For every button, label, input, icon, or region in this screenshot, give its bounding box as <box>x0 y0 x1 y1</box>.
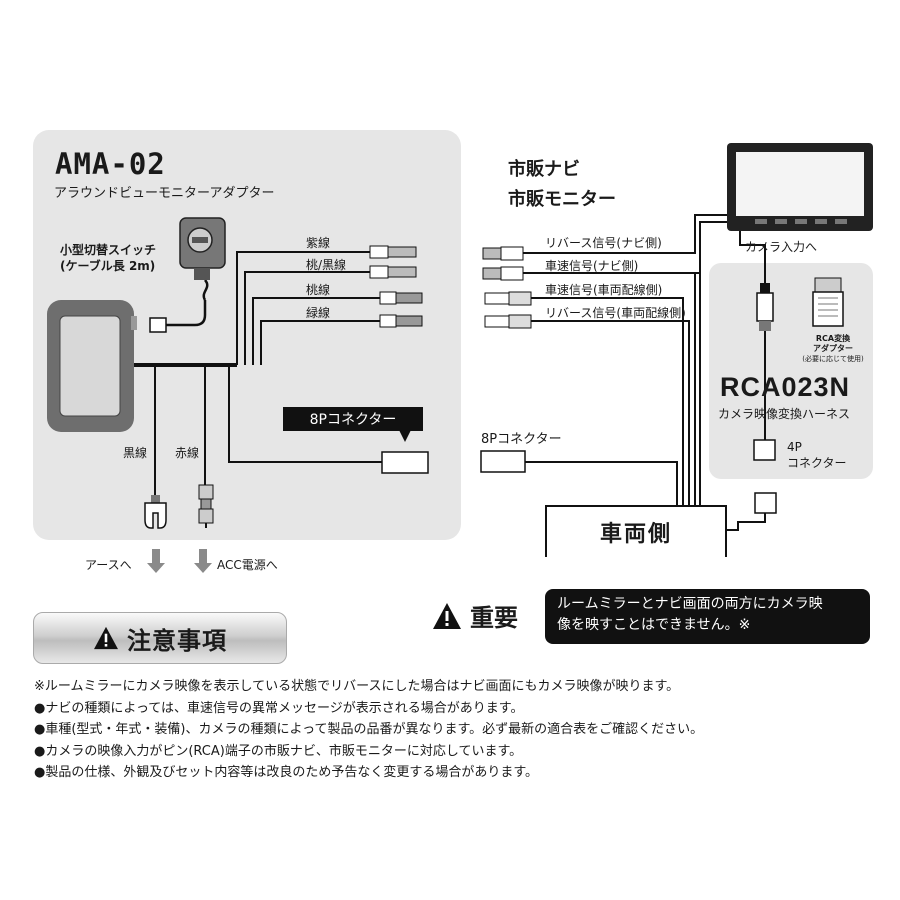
connector-plugs-left <box>369 245 423 328</box>
connector-8p-right <box>480 450 526 473</box>
warning-icon <box>94 626 118 650</box>
notice-heading: 注意事項 <box>33 612 287 664</box>
signal-label-speed-navi: 車速信号(ナビ側) <box>545 259 639 273</box>
switch-label: 小型切替スイッチ <box>60 243 157 257</box>
connector-8p-caption: 8Pコネクター <box>283 407 423 431</box>
earth-terminal-icon <box>144 495 167 529</box>
monitor-icon <box>727 143 873 231</box>
notice-list: ※ルームミラーにカメラ映像を表示している状態でリバースにした場合はナビ画面にもカ… <box>34 676 884 784</box>
notice-line: ●製品の仕様、外観及びセット内容等は改良のため予告なく変更する場合があります。 <box>34 765 539 780</box>
acc-label: ACC電源へ <box>217 558 278 572</box>
vehicle-side-box: 車両側 <box>545 505 727 557</box>
heading-monitor: 市販モニター <box>508 189 616 210</box>
adapter-box-icon <box>47 300 137 432</box>
wire-label-purple: 紫線 <box>306 236 331 250</box>
connector-4p <box>753 439 776 461</box>
notice-title: 注意事項 <box>127 626 227 655</box>
connector-plugs-right <box>482 246 532 329</box>
connector-4p-label-2: コネクター <box>787 456 847 470</box>
black-wire-label: 黒線 <box>123 446 148 460</box>
wire-label-pink: 桃線 <box>306 283 331 297</box>
camera-input-label: カメラ入力へ <box>745 240 818 254</box>
arrow-down-icon <box>147 549 212 573</box>
rca-adapter-icon <box>812 277 844 327</box>
rca-adapter-label-2: アダプター <box>813 344 853 353</box>
rca-adapter-note: (必要に応じて使用) <box>802 355 864 363</box>
important-box: ルームミラーとナビ画面の両方にカメラ映 像を映すことはできません。※ <box>545 589 870 644</box>
product-subtitle: アラウンドビューモニターアダプター <box>54 186 275 201</box>
important-label: 重要 <box>470 604 518 632</box>
rca-model: RCA023N <box>720 372 851 402</box>
signal-label-reverse-navi: リバース信号(ナビ側) <box>545 236 662 250</box>
rca-adapter-label-1: RCA変換 <box>815 334 851 343</box>
rca-model-desc: カメラ映像変換ハーネス <box>718 407 851 421</box>
earth-label: アースへ <box>85 558 132 572</box>
connector-8p-left <box>381 451 429 474</box>
important-text-1: ルームミラーとナビ画面の両方にカメラ映 <box>557 596 823 612</box>
red-wire-label: 赤線 <box>175 446 200 460</box>
notice-line: ※ルームミラーにカメラ映像を表示している状態でリバースにした場合はナビ画面にもカ… <box>34 679 680 694</box>
notice-line: ●ナビの種類によっては、車速信号の異常メッセージが表示される場合があります。 <box>34 700 524 716</box>
signal-label-reverse-vehicle: リバース信号(車両配線側) <box>545 306 686 320</box>
connector-8p-label-right: 8Pコネクター <box>481 432 562 447</box>
rca-plug-icon <box>756 283 774 440</box>
wire-label-green: 緑線 <box>306 306 331 320</box>
switch-cable-length: (ケーブル長 2m) <box>60 259 156 273</box>
warning-icon <box>433 602 461 629</box>
fuse-tap-icon <box>198 484 214 528</box>
rca-panel <box>709 263 873 479</box>
heading-navi: 市販ナビ <box>508 159 580 180</box>
important-heading: 重要 <box>432 598 518 633</box>
notice-line: ●車種(型式・年式・装備)、カメラの種類によって製品の品番が異なります。必ず最新… <box>34 722 704 737</box>
wire-label-pink-black: 桃/黒線 <box>306 258 347 272</box>
connector-4p-label-1: 4P <box>787 440 802 454</box>
notice-line: ●カメラの映像入力がピン(RCA)端子の市販ナビ、市販モニターに対応しています。 <box>34 743 523 759</box>
important-text-2: 像を映すことはできません。※ <box>557 617 751 633</box>
switch-icon <box>179 217 226 280</box>
signal-label-speed-vehicle: 車速信号(車両配線側) <box>545 283 663 297</box>
product-title: AMA-02 <box>55 147 166 181</box>
